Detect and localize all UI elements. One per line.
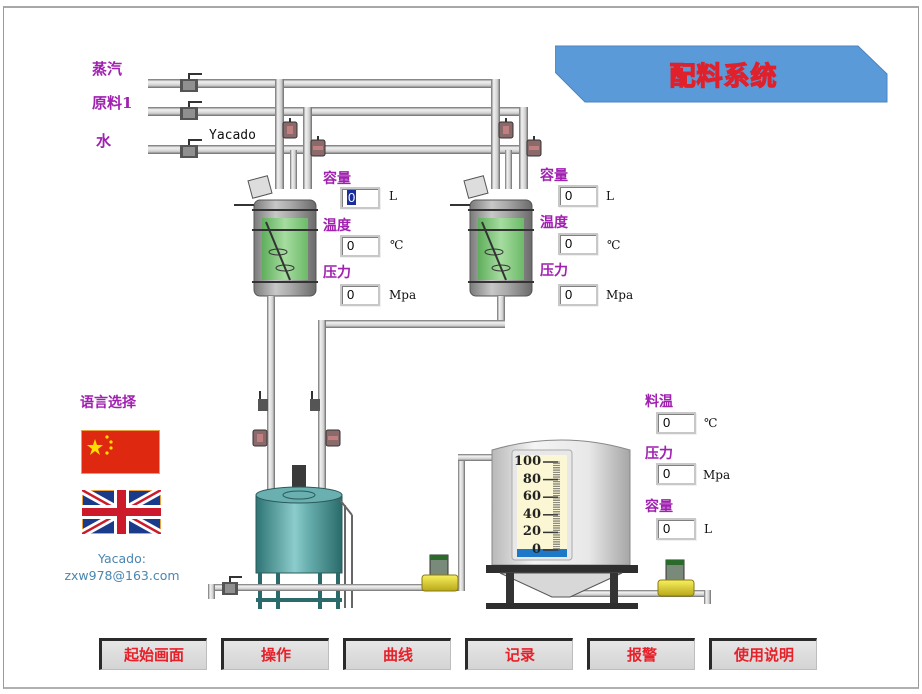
contact-email: zxw978@163.com xyxy=(64,568,180,583)
gauge-tick-label: 0 xyxy=(531,542,541,557)
actuated-valves-top[interactable] xyxy=(282,118,542,157)
gauge-tick-label: 100 xyxy=(514,454,542,469)
tank2-pressure-label: 压力 xyxy=(540,263,568,279)
outlet-valves[interactable] xyxy=(252,391,341,447)
banner-shape xyxy=(555,45,888,103)
drain-valve[interactable] xyxy=(222,576,242,595)
gauge-tick-label: 40 xyxy=(522,506,541,522)
storage-capacity-unit: L xyxy=(704,522,712,536)
gauge-tick-label: 60 xyxy=(522,489,541,505)
nav-help-button[interactable]: 使用说明 xyxy=(709,638,817,670)
tank1-pressure-unit: Mpa xyxy=(389,288,417,302)
supply-label-steam: 蒸汽 xyxy=(92,60,123,78)
nav-trend-button[interactable]: 曲线 xyxy=(343,638,451,670)
tank2-pressure-unit: Mpa xyxy=(606,288,634,302)
nav-start-screen-button[interactable]: 起始画面 xyxy=(99,638,207,670)
storage-temp-unit: ℃ xyxy=(704,416,718,430)
tank1-capacity-unit: L xyxy=(389,189,397,203)
language-label: 语言选择 xyxy=(80,395,136,411)
reactor-tank-2 xyxy=(450,175,534,297)
storage-capacity-field[interactable]: 0 xyxy=(656,518,696,540)
nav-alarm-button[interactable]: 报警 xyxy=(587,638,695,670)
tank1-capacity-label: 容量 xyxy=(323,171,351,187)
solenoid-valve-2[interactable] xyxy=(657,559,695,597)
tank2-capacity-label: 容量 xyxy=(540,168,568,184)
gauge-tick-label: 20 xyxy=(522,524,541,540)
storage-pressure-unit: Mpa xyxy=(703,468,731,482)
tank2-temperature-field[interactable]: 0 xyxy=(558,233,598,255)
tank2-temperature-label: 温度 xyxy=(540,215,568,231)
tank1-temperature-field[interactable]: 0 xyxy=(340,235,380,257)
supply-label-water: 水 xyxy=(96,132,112,150)
page-title: 配料系统 xyxy=(669,61,778,92)
contact-name: Yacado: xyxy=(98,551,146,566)
china-flag-icon[interactable] xyxy=(81,430,160,474)
tank2-capacity-unit: L xyxy=(606,189,614,203)
storage-temp-label: 料温 xyxy=(645,394,673,410)
storage-pressure-label: 压力 xyxy=(645,446,673,462)
supply-pipes xyxy=(148,79,528,189)
storage-capacity-label: 容量 xyxy=(645,499,673,515)
nav-operation-button[interactable]: 操作 xyxy=(221,638,329,670)
watermark-tag: Yacado xyxy=(209,128,256,143)
nav-records-button[interactable]: 记录 xyxy=(465,638,573,670)
tank1-temperature-label: 温度 xyxy=(323,218,351,234)
gauge-tick-label: 80 xyxy=(522,471,541,487)
level-fill xyxy=(517,549,567,557)
tank1-capacity-field[interactable]: 0 xyxy=(340,187,380,209)
storage-silo xyxy=(486,439,638,609)
supply-label-raw-material: 原料1 xyxy=(92,94,133,112)
uk-flag-icon[interactable] xyxy=(82,490,161,534)
solenoid-valve-1[interactable] xyxy=(421,554,459,592)
title-banner: 配料系统 xyxy=(555,44,888,104)
mixer-tank xyxy=(255,465,353,609)
tank2-temperature-unit: ℃ xyxy=(607,238,621,252)
contact-info: Yacado: zxw978@163.com xyxy=(52,550,192,584)
supply-valves[interactable] xyxy=(180,73,202,158)
storage-pressure-field[interactable]: 0 xyxy=(656,463,696,485)
tank1-temperature-unit: ℃ xyxy=(390,238,404,252)
tank2-pressure-field[interactable]: 0 xyxy=(558,284,598,306)
storage-temp-field[interactable]: 0 xyxy=(656,412,696,434)
reactor-tank-1 xyxy=(234,175,318,297)
tank1-pressure-label: 压力 xyxy=(323,265,351,281)
tank2-capacity-field[interactable]: 0 xyxy=(558,185,598,207)
outlet-pipes xyxy=(267,296,505,506)
tank1-pressure-field[interactable]: 0 xyxy=(340,284,380,306)
level-gauge-ticks xyxy=(543,461,560,551)
